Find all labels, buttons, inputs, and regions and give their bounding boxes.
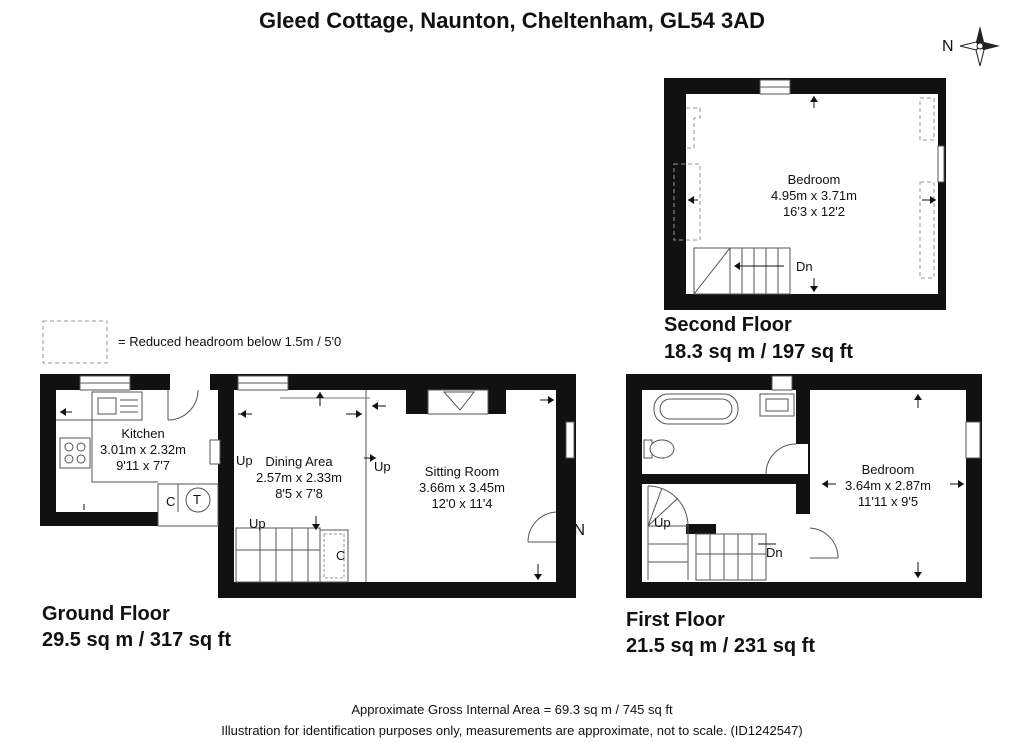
up-label-stairs: Up	[249, 516, 266, 531]
room-name: Bedroom	[787, 172, 841, 187]
first-floor-name: First Floor	[626, 609, 725, 631]
room-metric: 3.64m x 2.87m	[845, 478, 931, 493]
legend-text: = Reduced headroom below 1.5m / 5'0	[118, 334, 342, 349]
room-name: Bedroom	[861, 462, 915, 477]
room-name: Dining Area	[265, 454, 333, 469]
gross-area-note: Approximate Gross Internal Area = 69.3 s…	[351, 702, 673, 717]
first-floor-area: 21.5 sq m / 231 sq ft	[626, 635, 815, 657]
first-floor-bedroom-label: Bedroom 3.64m x 2.87m 11'11 x 9'5	[808, 462, 968, 510]
ground-floor-plan	[40, 374, 576, 598]
second-floor-area: 18.3 sq m / 197 sq ft	[664, 341, 853, 363]
second-floor-name: Second Floor	[664, 314, 792, 336]
second-floor-plan	[664, 78, 946, 310]
ground-floor-name: Ground Floor	[42, 603, 170, 625]
entrance-label: IN	[569, 522, 585, 539]
room-name: Sitting Room	[424, 464, 500, 479]
cupboard-label-dining: C	[336, 548, 346, 563]
room-name: Kitchen	[121, 426, 165, 441]
room-imperial: 12'0 x 11'4	[431, 496, 493, 511]
page-title: Gleed Cottage, Naunton, Cheltenham, GL54…	[258, 8, 766, 33]
room-imperial: 16'3 x 12'2	[782, 204, 846, 219]
room-imperial: 11'11 x 9'5	[857, 494, 919, 509]
kitchen-label: Kitchen 3.01m x 2.32m 9'11 x 7'7	[86, 426, 200, 474]
stairs-down-label: Dn	[796, 259, 813, 274]
room-imperial: 8'5 x 7'8	[275, 486, 323, 501]
compass-label: N	[942, 38, 954, 55]
sitting-room-label: Sitting Room 3.66m x 3.45m 12'0 x 11'4	[400, 464, 524, 512]
up-label-dining: Up	[374, 459, 391, 474]
first-floor-down-label: Dn	[766, 545, 783, 560]
room-metric: 3.01m x 2.32m	[100, 442, 186, 457]
dashed-box-icon	[42, 320, 108, 364]
tank-label: T	[193, 492, 201, 507]
room-metric: 3.66m x 3.45m	[419, 480, 505, 495]
first-floor-plan	[626, 374, 982, 598]
room-imperial: 9'11 x 7'7	[116, 458, 170, 473]
first-floor-up-label: Up	[654, 515, 671, 530]
compass-rose-icon	[959, 26, 1000, 67]
second-floor-bedroom-label: Bedroom 4.95m x 3.71m 16'3 x 12'2	[744, 172, 884, 220]
dining-area-label: Dining Area 2.57m x 2.33m 8'5 x 7'8	[244, 454, 354, 502]
room-metric: 2.57m x 2.33m	[256, 470, 342, 485]
up-label-kitchen: Up	[236, 453, 253, 468]
cupboard-label-kitchen: C	[166, 494, 176, 509]
room-metric: 4.95m x 3.71m	[771, 188, 857, 203]
disclaimer: Illustration for identification purposes…	[221, 723, 803, 738]
ground-floor-area: 29.5 sq m / 317 sq ft	[42, 629, 231, 651]
